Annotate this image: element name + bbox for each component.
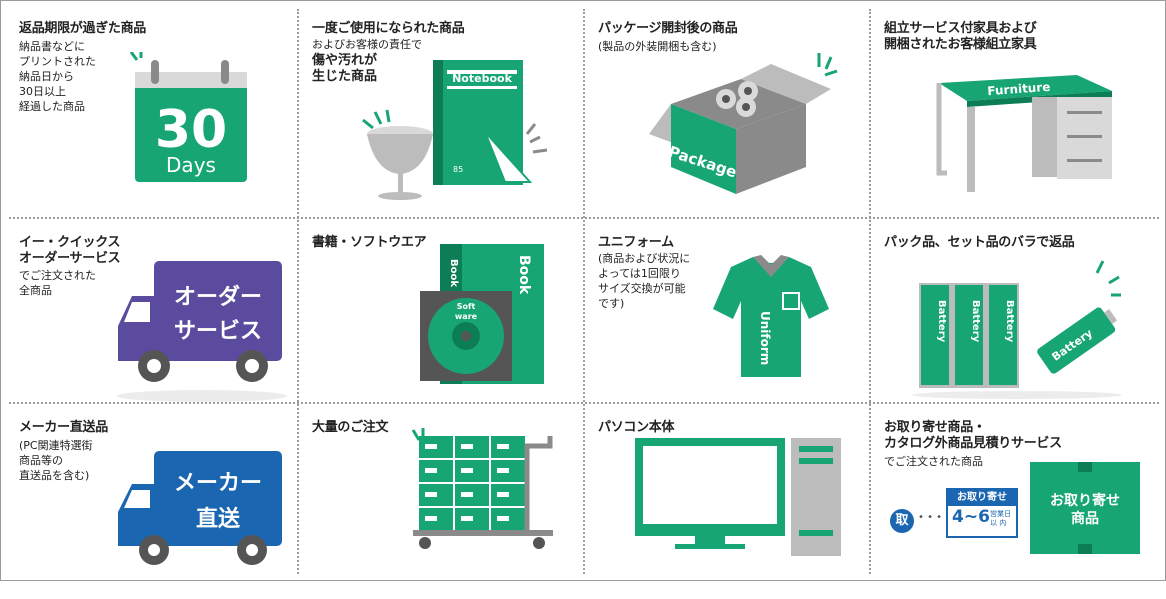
shirt-label: Uniform bbox=[758, 311, 772, 365]
desktop-pc-icon bbox=[635, 438, 841, 556]
notebook-spine: 85 bbox=[453, 165, 463, 174]
book-label: Book bbox=[516, 255, 532, 295]
order-box: お取り寄せ商品 bbox=[1030, 462, 1140, 554]
notebook-glass-icon: Notebook 85 bbox=[362, 60, 548, 200]
order-badge-icon: 取 bbox=[890, 509, 914, 533]
battery-label: Battery bbox=[1004, 300, 1015, 343]
desk-label: Furniture bbox=[987, 80, 1051, 98]
calendar-unit: Days bbox=[166, 153, 216, 177]
cell-title: 書籍・ソフトウエア bbox=[312, 235, 427, 250]
cell-used-product: 一度ご使用になられた商品 およびお客様の責任で 傷や汚れが 生じた商品 Note… bbox=[300, 7, 591, 200]
cd-label-1: Soft bbox=[457, 302, 476, 311]
cell-description: (商品および状況に よっては1回限り サイズ交換が可能 です) bbox=[598, 252, 691, 310]
grid-divider bbox=[297, 9, 299, 574]
truck-label-line2: サービス bbox=[174, 319, 262, 344]
book-cd-icon: Book Book Soft ware bbox=[420, 244, 544, 384]
delivery-tag-title: お取り寄せ bbox=[948, 490, 1016, 506]
battery-label: Battery bbox=[970, 300, 981, 343]
truck-label-line2: 直送 bbox=[196, 506, 240, 532]
battery-label: Battery bbox=[936, 300, 947, 343]
return-exclusion-grid: 返品期限が過ぎた商品 納品書などに プリントされた 納品日から 30日以上 経過… bbox=[0, 0, 1166, 581]
cell-title: パソコン本体 bbox=[598, 420, 675, 435]
cell-title: パッケージ開封後の商品 bbox=[598, 21, 738, 36]
calendar-icon: 30 Days bbox=[129, 52, 247, 182]
cell-furniture: 組立サービス付家具および 開梱されたお客様組立家具 Furniture bbox=[872, 7, 1163, 200]
cell-pc: パソコン本体 bbox=[586, 406, 877, 599]
shirt-icon: Uniform bbox=[713, 255, 829, 377]
cell-maker-direct: メーカー直送品 (PC関連特選街 商品等の 直送品を含む) メーカー 直送 bbox=[7, 406, 298, 599]
delivery-days: 4~6 bbox=[952, 507, 990, 527]
cell-order-service: イー・クイックス オーダーサービス でご注文された 全商品 オーダー サービス bbox=[7, 221, 298, 414]
truck-icon: メーカー 直送 bbox=[118, 451, 282, 565]
cell-bulk-order: 大量のご注文 bbox=[300, 406, 591, 599]
order-box-label: お取り寄せ商品 bbox=[1030, 492, 1140, 528]
cell-title: イー・クイックス オーダーサービス bbox=[19, 235, 121, 266]
grid-divider bbox=[9, 402, 1159, 404]
cell-description: でご注文された商品 bbox=[884, 455, 983, 468]
notebook-label: Notebook bbox=[452, 72, 512, 85]
package-box-icon: Package bbox=[649, 53, 838, 194]
cell-description: (製品の外装開梱も含む) bbox=[598, 40, 717, 53]
grid-divider bbox=[9, 217, 1159, 219]
cell-description: (PC関連特選街 商品等の 直送品を含む) bbox=[19, 439, 93, 482]
order-box-line2: 商品 bbox=[1071, 511, 1099, 527]
cell-title: ユニフォーム bbox=[598, 235, 674, 250]
delivery-unit-line1: 営業日 bbox=[990, 510, 1011, 518]
grid-divider bbox=[869, 9, 871, 574]
desk-icon: Furniture bbox=[936, 75, 1112, 192]
separator-dots: • • • bbox=[918, 512, 943, 523]
cell-title: 大量のご注文 bbox=[312, 420, 389, 435]
grid-divider bbox=[583, 9, 585, 574]
truck-icon: オーダー サービス bbox=[117, 261, 287, 402]
delivery-tag: お取り寄せ 4~6 営業日以 内 bbox=[946, 488, 1018, 538]
cell-description: でご注文された 全商品 bbox=[19, 269, 96, 297]
order-box-line1: お取り寄せ bbox=[1050, 493, 1120, 509]
cell-description: 納品書などに プリントされた 納品日から 30日以上 経過した商品 bbox=[19, 40, 96, 113]
cell-opened-package: パッケージ開封後の商品 (製品の外装開梱も含む) Package bbox=[586, 7, 877, 200]
cart-boxes-icon bbox=[411, 428, 553, 549]
cell-title: 組立サービス付家具および 開梱されたお客様組立家具 bbox=[884, 21, 1037, 52]
cell-description-bold: 傷や汚れが 生じた商品 bbox=[312, 53, 378, 84]
delivery-unit: 営業日以 内 bbox=[990, 510, 1014, 528]
cell-expired-return: 返品期限が過ぎた商品 納品書などに プリントされた 納品日から 30日以上 経過… bbox=[7, 7, 298, 200]
cell-title: お取り寄せ商品・ カタログ外商品見積りサービス bbox=[884, 420, 1062, 451]
cell-special-order: お取り寄せ商品・ カタログ外商品見積りサービス でご注文された商品 取 • • … bbox=[872, 406, 1163, 599]
cd-label-2: ware bbox=[455, 312, 478, 321]
cell-title: メーカー直送品 bbox=[19, 420, 108, 435]
cell-uniform: ユニフォーム (商品および状況に よっては1回限り サイズ交換が可能 です) U… bbox=[586, 221, 877, 414]
cell-description: およびお客様の責任で bbox=[312, 38, 422, 51]
book-spine-label: Book bbox=[448, 259, 459, 287]
cell-pack-items: パック品、セット品のバラで返品 Battery Battery Battery … bbox=[872, 221, 1163, 414]
cell-title: パック品、セット品のバラで返品 bbox=[884, 235, 1075, 250]
cell-title: 一度ご使用になられた商品 bbox=[312, 21, 465, 36]
battery-icon: Battery Battery Battery Battery bbox=[912, 260, 1122, 399]
truck-label-line1: メーカー bbox=[174, 471, 262, 496]
calendar-number: 30 bbox=[155, 100, 227, 160]
truck-label-line1: オーダー bbox=[174, 284, 262, 310]
delivery-unit-line2: 以 内 bbox=[990, 519, 1007, 527]
cell-title: 返品期限が過ぎた商品 bbox=[19, 21, 147, 36]
cell-books-software: 書籍・ソフトウエア Book Book Soft ware bbox=[300, 221, 591, 414]
